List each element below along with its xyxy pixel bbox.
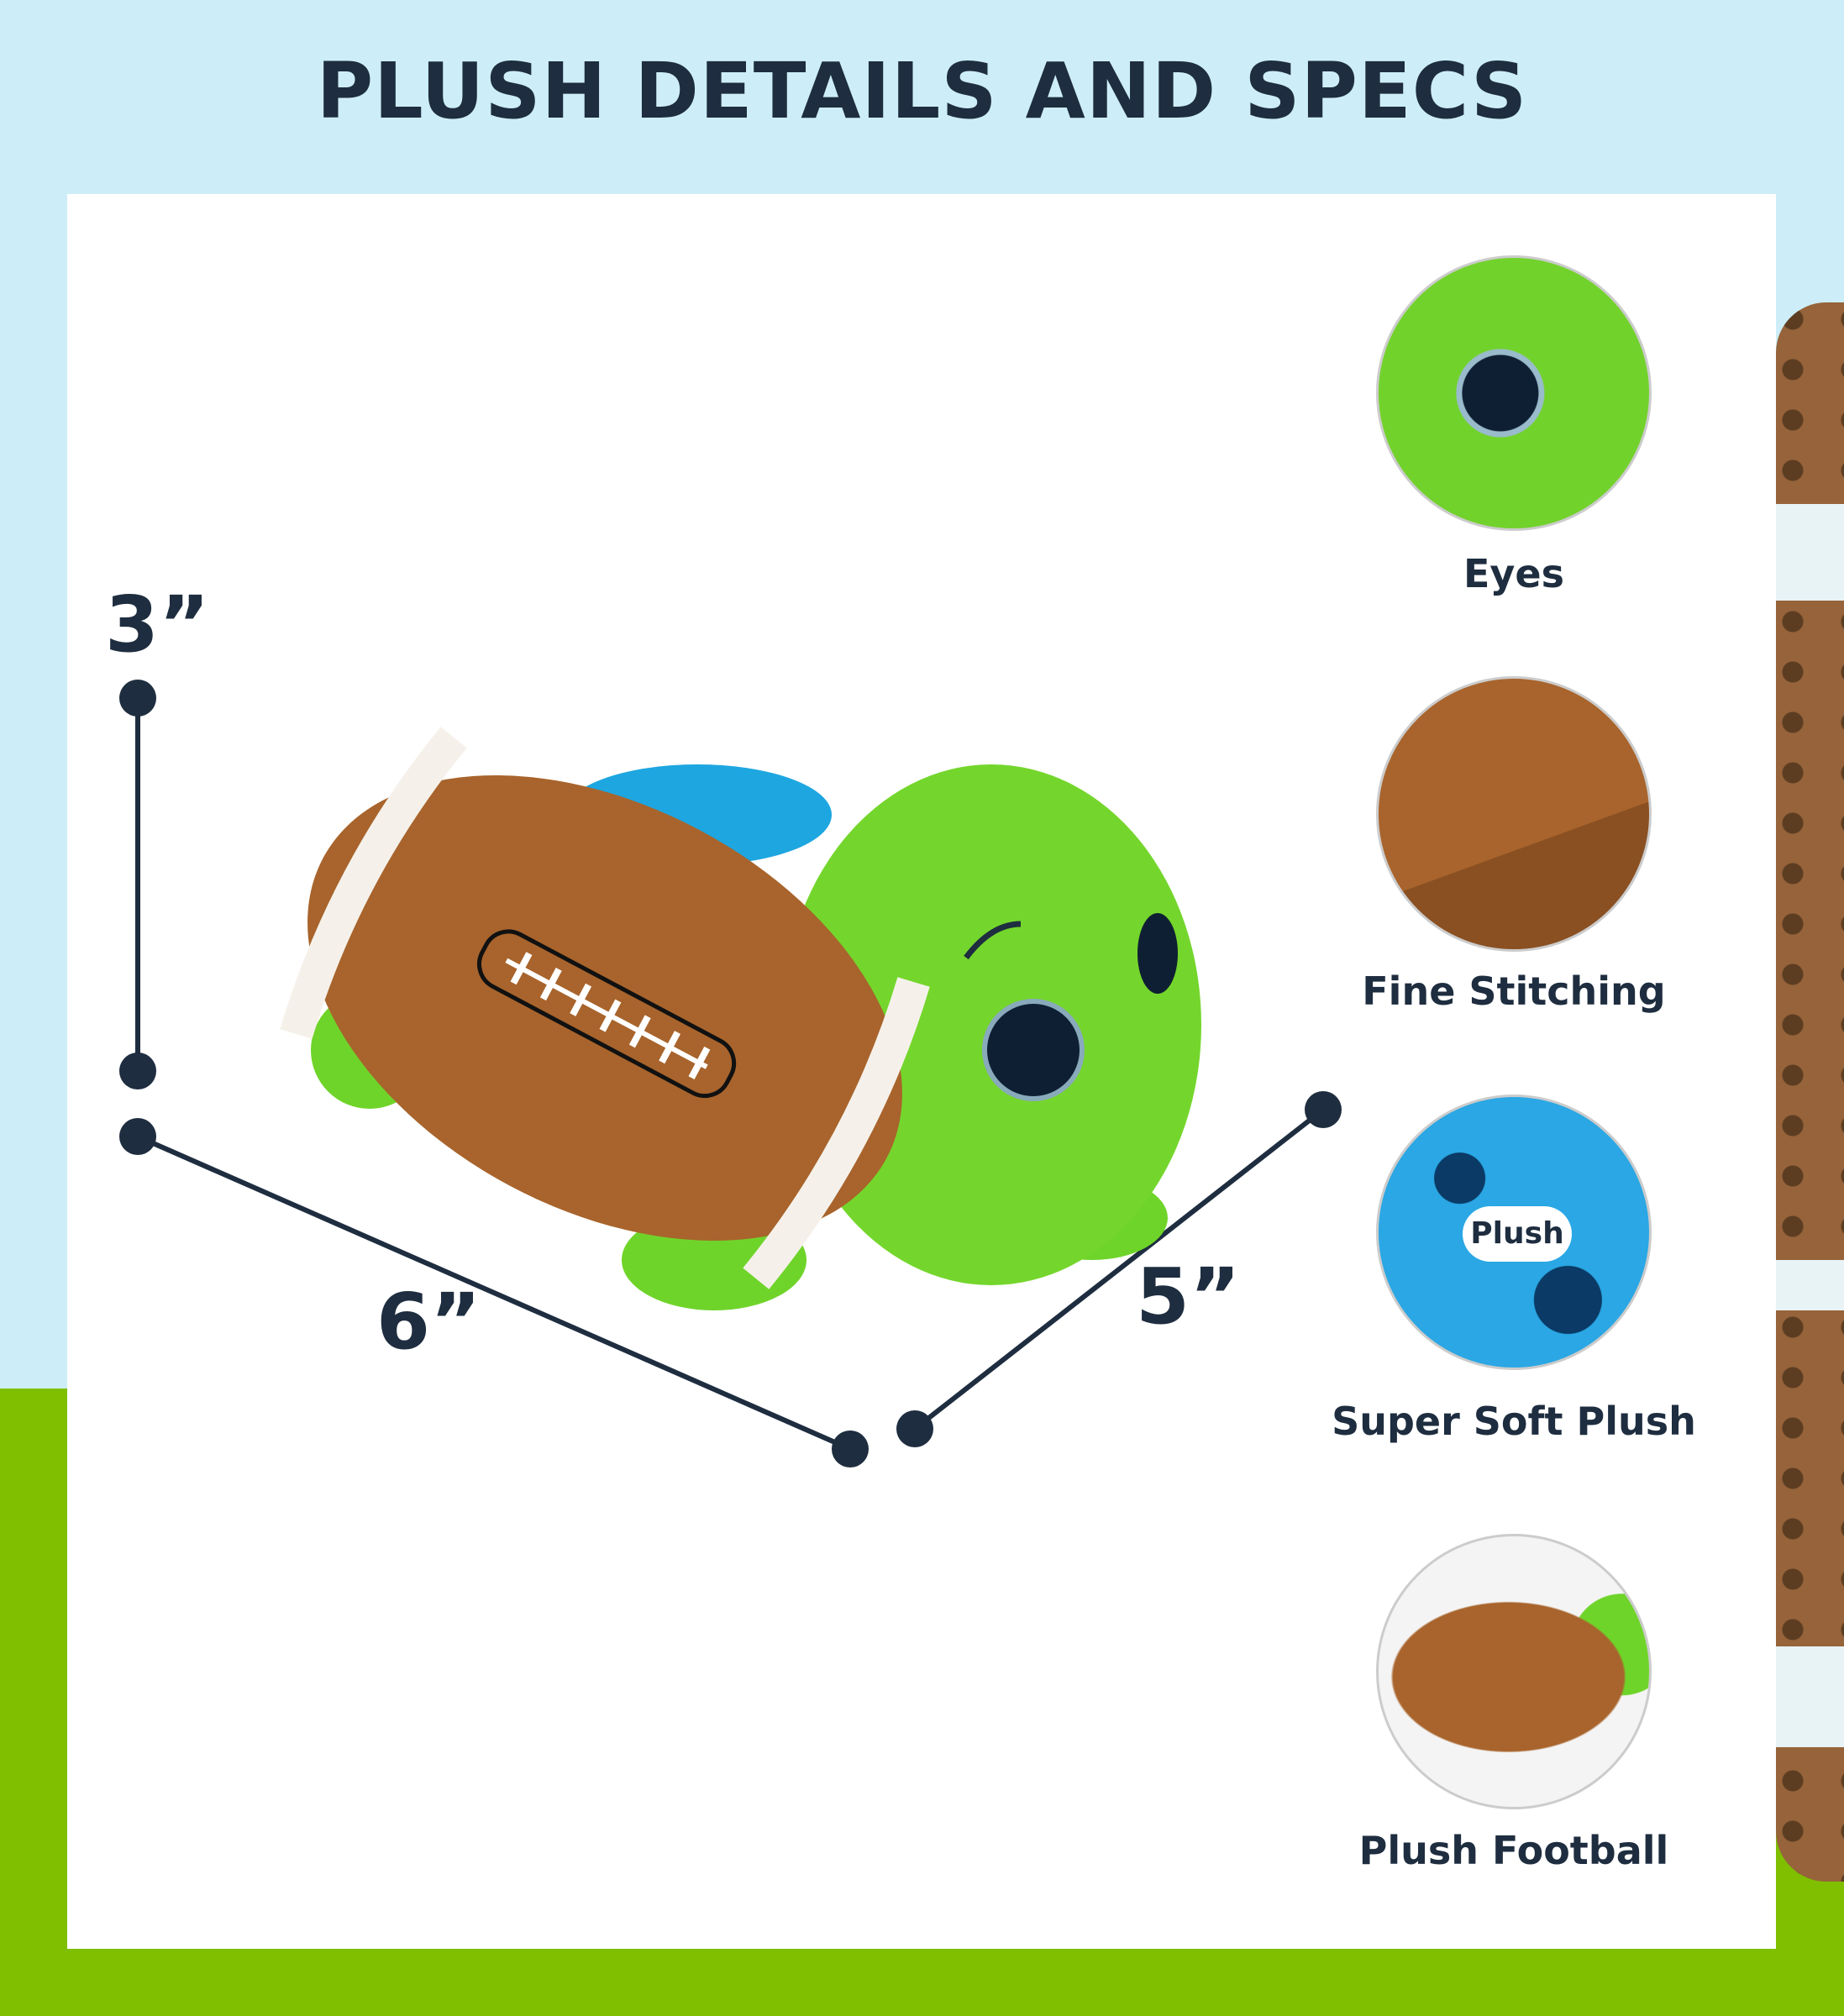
plush-badge: Plush <box>1463 1206 1572 1262</box>
dimension-lines <box>119 680 1342 1467</box>
feature-label-football: Plush Football <box>1358 1828 1669 1873</box>
football-decoration <box>1776 302 1844 1882</box>
plush-closeup-image: Plush <box>1376 1095 1652 1370</box>
football-closeup-image <box>1376 1534 1652 1809</box>
width-dimension-label: 5” <box>1136 1252 1241 1341</box>
feature-label-eyes: Eyes <box>1463 551 1564 596</box>
stitching-closeup-image <box>1376 676 1652 952</box>
feature-label-stitching: Fine Stitching <box>1362 969 1666 1014</box>
length-dimension-label: 6” <box>376 1277 481 1367</box>
feature-label-soft-plush: Super Soft Plush <box>1332 1399 1696 1444</box>
page-title: PLUSH DETAILS AND SPECS <box>316 46 1528 136</box>
football-plush <box>280 727 930 1289</box>
eyes-closeup-image <box>1376 255 1652 531</box>
height-dimension-label: 3” <box>105 580 210 669</box>
